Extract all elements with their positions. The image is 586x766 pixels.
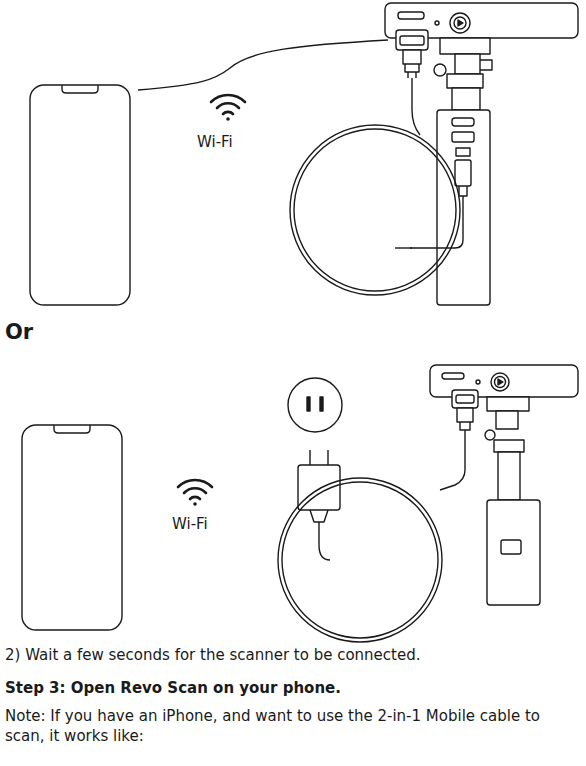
wifi-label: Wi-Fi xyxy=(172,514,208,534)
note-text: Note: If you have an iPhone, and want to… xyxy=(5,706,581,747)
step-heading: Step 3: Open Revo Scan on your phone. xyxy=(5,678,341,698)
wifi-label: Wi-Fi xyxy=(197,132,233,152)
step-text: 2) Wait a few seconds for the scanner to… xyxy=(5,645,421,665)
or-heading: Or xyxy=(5,318,33,346)
